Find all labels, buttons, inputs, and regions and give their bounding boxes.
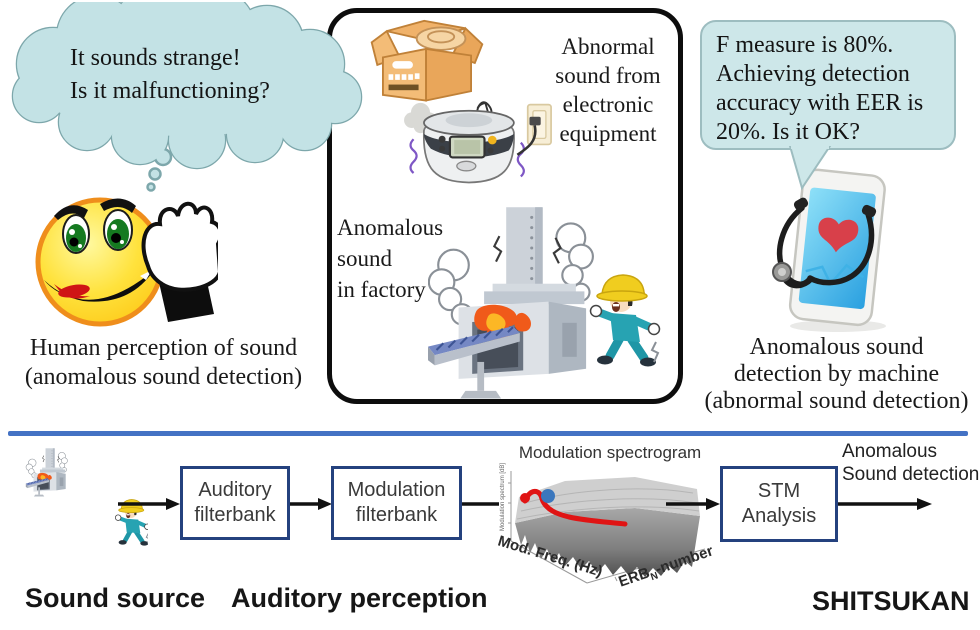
machine-caption: Anomalous sound detection by machine (ab… — [693, 334, 980, 415]
box-line: Modulation — [347, 479, 446, 501]
box-line: filterbank — [194, 504, 276, 526]
stm-analysis-box: STM Analysis — [720, 466, 838, 542]
output-line: Sound detection — [842, 464, 980, 485]
flow-arrow — [118, 498, 180, 510]
thought-line: Is it malfunctioning? — [70, 78, 270, 104]
flow-arrow — [666, 498, 720, 510]
smartphone-stethoscope-icon — [772, 168, 886, 332]
factory-sound-label: Anomalous sound in factory — [337, 212, 457, 305]
section-divider — [8, 431, 968, 436]
thought-line: It sounds strange! — [70, 45, 241, 71]
output-line: Anomalous — [842, 441, 938, 462]
shitsukan-label: SHITSUKAN — [812, 586, 970, 616]
speech-line: Achieving detection — [716, 61, 910, 87]
label-line: sound from — [555, 63, 661, 88]
modulation-filterbank-box: Modulation filterbank — [331, 466, 462, 540]
sound-source-label: Sound source — [25, 583, 206, 613]
box-line: Auditory — [198, 479, 272, 501]
electronic-equipment-label: Abnormal sound from electronic equipment — [543, 32, 673, 148]
listening-smiley-icon — [35, 197, 218, 327]
label-line: in factory — [337, 277, 426, 302]
spectrogram-plot: Modulation spectrum [dB] — [500, 463, 706, 584]
auditory-perception-label: Auditory perception — [231, 583, 488, 613]
running-worker-icon — [586, 270, 666, 370]
label-line: electronic — [562, 92, 654, 117]
flow-arrow — [837, 498, 932, 510]
speech-bubble-tail — [788, 146, 832, 190]
cardboard-box-icon — [370, 19, 484, 102]
auditory-filterbank-box: Auditory filterbank — [180, 466, 290, 540]
label-line: Anomalous — [337, 215, 444, 240]
label-line: sound — [337, 246, 392, 271]
human-caption: Human perception of sound (anomalous sou… — [6, 334, 321, 392]
thought-bubble — [11, 2, 363, 192]
label-line: equipment — [559, 121, 657, 146]
speech-bubble: F measure is 80%. Achieving detection ac… — [700, 20, 956, 150]
spectrogram-title: Modulation spectrogram — [518, 443, 702, 462]
flow-connector — [459, 502, 499, 506]
caption-line: (abnormal sound detection) — [704, 388, 969, 414]
speech-line: accuracy with EER is — [716, 90, 924, 116]
caption-line: detection by machine — [733, 361, 940, 387]
box-line: Analysis — [741, 505, 817, 527]
caption-line: Anomalous sound — [749, 334, 924, 360]
speech-line: 20%. Is it OK? — [716, 119, 860, 145]
label-line: Abnormal — [561, 34, 655, 59]
caption-line: (anomalous sound detection) — [24, 364, 303, 390]
thought-bubble-text: It sounds strange! Is it malfunctioning? — [70, 42, 320, 108]
output-label: Anomalous Sound detection — [842, 440, 980, 486]
box-line: filterbank — [355, 504, 438, 526]
spectrogram-z-axis-label: Modulation spectrum [dB] — [500, 463, 506, 531]
caption-line: Human perception of sound — [29, 335, 298, 361]
box-line: STM — [757, 480, 801, 502]
rice-cooker-icon — [404, 101, 552, 184]
speech-line: F measure is 80%. — [716, 32, 894, 58]
flow-arrow — [290, 498, 332, 510]
